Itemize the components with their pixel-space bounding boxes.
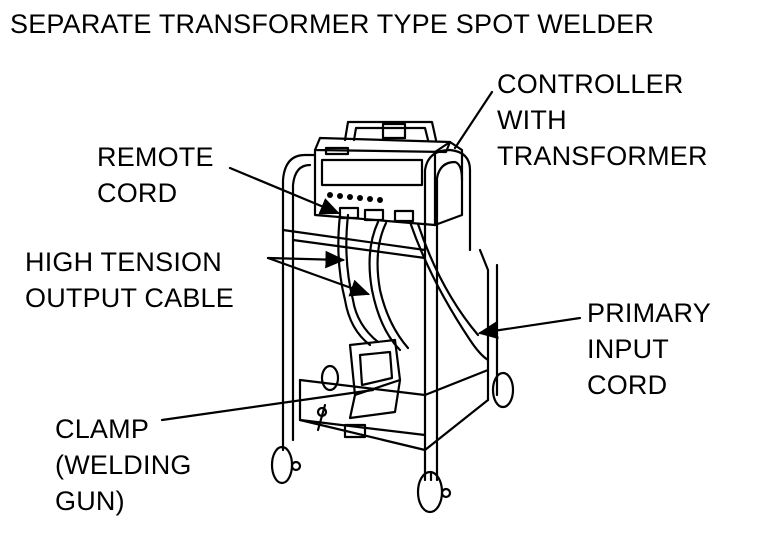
label-line: CORD — [587, 370, 668, 400]
label-line: CLAMP — [55, 414, 150, 444]
label-line: HIGH TENSION — [25, 247, 222, 277]
primary-input-leader — [477, 316, 582, 340]
welding-gun — [316, 338, 402, 432]
leader-lines — [160, 90, 582, 422]
label-line: PRIMARY — [587, 298, 711, 328]
label-controller: CONTROLLER WITH TRANSFORMER — [497, 66, 708, 174]
label-line: (WELDING — [55, 450, 192, 480]
label-line: CONTROLLER — [497, 69, 684, 99]
clamp-leader — [160, 388, 375, 422]
cables — [337, 213, 490, 362]
label-clamp: CLAMP (WELDING GUN) — [55, 411, 192, 519]
label-primary-input-cord: PRIMARY INPUT CORD — [587, 295, 711, 403]
remote-cord-leader — [228, 166, 341, 215]
label-line: WITH — [497, 105, 567, 135]
label-line: GUN) — [55, 486, 125, 516]
label-line: TRANSFORMER — [497, 141, 708, 171]
label-remote-cord: REMOTE CORD — [97, 139, 214, 211]
cart-wheels — [270, 371, 515, 514]
controller-leader — [453, 90, 494, 150]
cart-frame — [281, 148, 499, 482]
label-line: OUTPUT CABLE — [25, 283, 234, 313]
cart-handle — [343, 120, 438, 142]
high-tension-leader-1 — [266, 250, 346, 269]
high-tension-leader-2 — [266, 256, 371, 297]
diagram-title: SEPARATE TRANSFORMER TYPE SPOT WELDER — [10, 9, 655, 39]
controller-box — [313, 136, 464, 227]
label-line: REMOTE — [97, 142, 214, 172]
label-high-tension-cable: HIGH TENSION OUTPUT CABLE — [25, 244, 234, 316]
label-line: CORD — [97, 178, 178, 208]
label-line: INPUT — [587, 334, 669, 364]
